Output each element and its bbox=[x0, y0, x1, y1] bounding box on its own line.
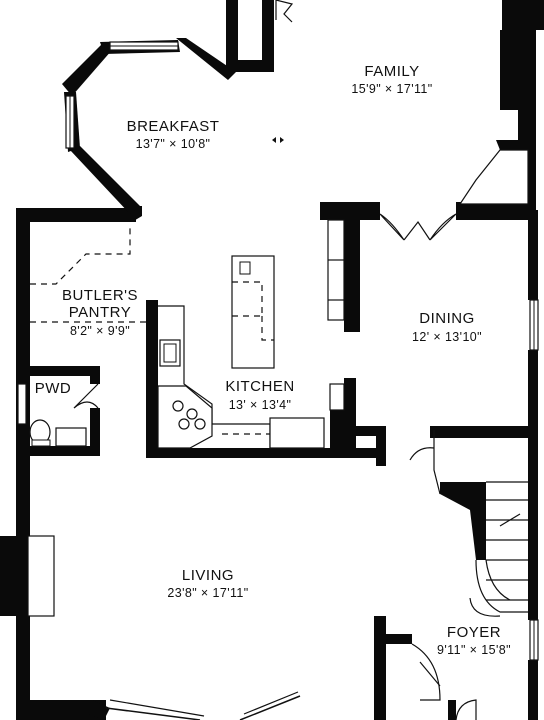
living-dims: 23'8" × 17'11" bbox=[167, 586, 248, 600]
room-labels: FAMILY 15'9" × 17'11" BREAKFAST 13'7" × … bbox=[35, 63, 511, 657]
kitchen-label: KITCHEN bbox=[225, 378, 294, 395]
kitchen-dims: 13' × 13'4" bbox=[229, 398, 292, 412]
breakfast-dims: 13'7" × 10'8" bbox=[136, 137, 211, 151]
pwd-label: PWD bbox=[35, 380, 72, 397]
foyer-dims: 9'11" × 15'8" bbox=[437, 643, 511, 657]
dining-label: DINING bbox=[419, 310, 475, 327]
breakfast-label: BREAKFAST bbox=[127, 118, 220, 135]
foyer-label: FOYER bbox=[447, 624, 501, 641]
family-dims: 15'9" × 17'11" bbox=[351, 82, 432, 96]
butlers-pantry-label-line2: PANTRY bbox=[69, 304, 131, 321]
family-label: FAMILY bbox=[364, 63, 419, 80]
butlers-pantry-dims: 8'2" × 9'9" bbox=[70, 324, 130, 338]
windows bbox=[17, 41, 539, 720]
dining-dims: 12' × 13'10" bbox=[412, 330, 482, 344]
butlers-pantry-label-line1: BUTLER'S bbox=[62, 287, 138, 304]
fixtures bbox=[27, 0, 529, 720]
living-label: LIVING bbox=[182, 567, 234, 584]
